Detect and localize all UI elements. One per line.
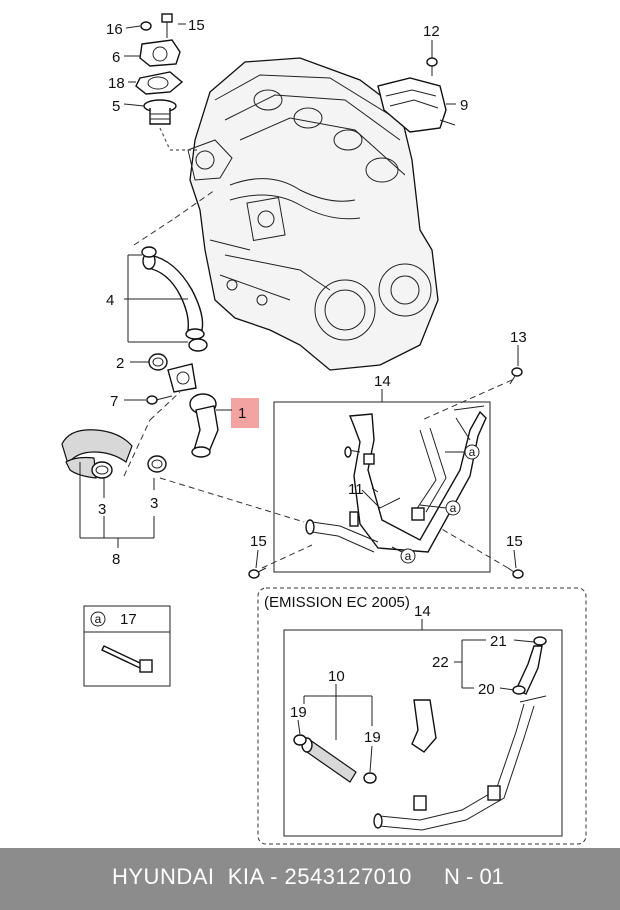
thermostat-5[interactable] — [143, 99, 177, 125]
bolt-12[interactable] — [426, 57, 438, 76]
hose-clamp-bottom[interactable] — [188, 338, 208, 352]
part-number-text: HYUNDAI KIA - 2543127010 — [112, 864, 412, 889]
callout-7: 7 — [110, 393, 118, 410]
hose-10[interactable] — [301, 737, 357, 783]
bolt-15-top[interactable] — [161, 13, 173, 38]
hose-4[interactable] — [142, 252, 205, 340]
cover-9[interactable] — [377, 77, 456, 133]
callout-19b: 19 — [364, 729, 381, 746]
callout-10: 10 — [328, 668, 345, 685]
clamp-19a[interactable] — [293, 734, 307, 746]
svg-text:a: a — [405, 549, 412, 563]
thermostat-housing-6[interactable] — [139, 39, 181, 67]
emission-pipe-assembly[interactable] — [373, 636, 547, 831]
callout-16: 16 — [106, 21, 123, 38]
water-inlet-fitting-1[interactable] — [189, 393, 219, 458]
thermostat-group — [135, 13, 200, 151]
callout-17: 17 — [120, 611, 137, 628]
marker-a1: a — [464, 444, 480, 460]
callout-14-emission: 14 — [414, 603, 431, 620]
emission-label: (EMISSION EC 2005) — [264, 594, 410, 611]
callout-1: 1 — [238, 405, 246, 422]
callout-3a: 3 — [98, 501, 106, 518]
bolt-13[interactable] — [509, 367, 523, 385]
parts-diagram: a a a a (EMISSION EC 2005) — [61, 13, 587, 845]
callout-5: 5 — [112, 98, 120, 115]
callout-21: 21 — [490, 633, 507, 650]
svg-text:a: a — [450, 501, 457, 515]
hose-clamp-top[interactable] — [141, 246, 157, 258]
hose-clamp-3b[interactable] — [147, 455, 167, 473]
bolt-15-left[interactable] — [248, 567, 267, 579]
callout-8: 8 — [112, 551, 120, 568]
callout-14-main: 14 — [374, 373, 391, 390]
callout-22: 22 — [432, 654, 449, 671]
marker-a2: a — [445, 500, 461, 516]
water-pipe-assembly-14[interactable] — [305, 405, 487, 553]
clamp-19b[interactable] — [363, 772, 377, 784]
callout-12: 12 — [423, 23, 440, 40]
emission-box — [257, 587, 587, 845]
hose-clamp-3a[interactable] — [91, 461, 113, 479]
callouts: 16 15 6 18 5 12 9 4 2 7 1 3 3 8 13 14 11… — [98, 17, 527, 746]
bolt-15-right[interactable] — [507, 567, 524, 579]
callout-11: 11 — [348, 481, 364, 498]
page-code: N - 01 — [444, 864, 504, 889]
washer-16[interactable] — [140, 21, 152, 31]
emission-inner-box — [283, 629, 563, 837]
cable-tie-17[interactable] — [101, 645, 153, 673]
o-ring-2[interactable] — [148, 353, 168, 371]
callout-15-right: 15 — [506, 533, 523, 550]
callout-9: 9 — [460, 97, 468, 114]
legend-box — [83, 605, 171, 687]
callout-6: 6 — [112, 49, 120, 66]
svg-text:a: a — [95, 612, 102, 626]
callout-2: 2 — [116, 355, 124, 372]
callout-18: 18 — [108, 75, 125, 92]
lower-hose[interactable] — [61, 429, 133, 479]
callout-13: 13 — [510, 329, 527, 346]
callout-19a: 19 — [290, 704, 307, 721]
callout-4: 4 — [106, 292, 114, 309]
callout-15-left: 15 — [250, 533, 267, 550]
legend-marker-a: a — [90, 611, 106, 627]
marker-a3: a — [400, 548, 416, 564]
flange-fitting[interactable] — [167, 363, 197, 393]
bolt-7[interactable] — [146, 395, 173, 405]
callout-15-top: 15 — [188, 17, 205, 34]
callout-3b: 3 — [150, 495, 158, 512]
callout-20: 20 — [478, 681, 495, 698]
svg-text:a: a — [469, 445, 476, 459]
leader-lines — [79, 23, 535, 773]
gasket-18[interactable] — [135, 71, 184, 95]
footer-bar: HYUNDAI KIA - 2543127010 N - 01 — [0, 848, 620, 910]
highlight-box — [231, 398, 259, 428]
engine-block — [187, 57, 439, 371]
